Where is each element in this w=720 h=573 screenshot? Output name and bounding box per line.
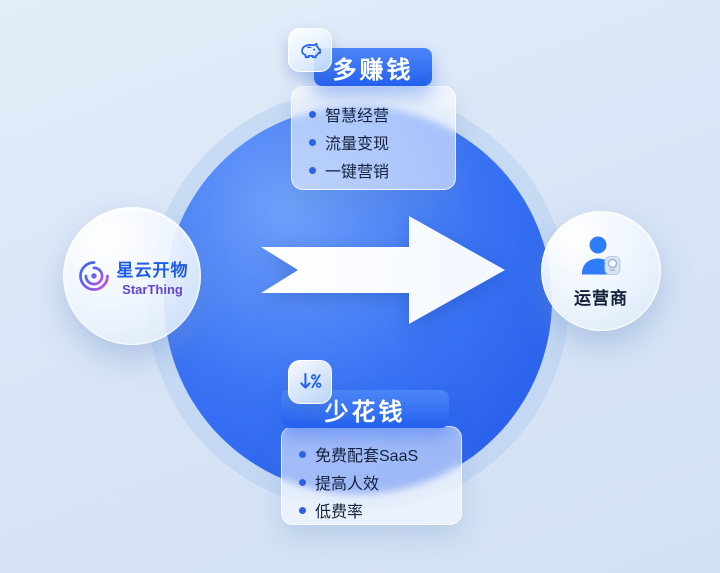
earn-more-panel: 智慧经营 流量变现 一键营销	[291, 86, 456, 190]
list-item-label: 免费配套SaaS	[315, 448, 419, 465]
bullet-dot-icon	[299, 478, 306, 486]
list-item: 流量变现	[309, 128, 447, 156]
starthing-swirl-icon	[78, 261, 109, 291]
starthing-node: 星云开物 StarThing	[63, 207, 201, 345]
flow-arrow	[261, 213, 507, 327]
bullet-dot-icon	[309, 166, 316, 174]
operator-person-icon	[582, 236, 621, 275]
list-item: 智慧经营	[309, 100, 447, 128]
piggy-bank-icon	[288, 28, 332, 72]
list-item-label: 一键营销	[325, 164, 390, 181]
bottom-benefit-card: 少花钱 免费配套SaaS 提高人效 低费率	[281, 360, 466, 525]
top-benefit-card: 多赚钱 智慧经营 流量变现 一键营销	[288, 28, 458, 190]
bullet-dot-icon	[309, 138, 316, 146]
list-item: 免费配套SaaS	[299, 440, 453, 468]
operator-label: 运营商	[574, 288, 628, 308]
arrow-icon	[261, 216, 505, 324]
list-item-label: 低费率	[315, 504, 364, 521]
operator-node: 运营商	[541, 211, 661, 331]
list-item: 低费率	[299, 496, 453, 524]
bullet-dot-icon	[309, 110, 316, 118]
list-item-label: 流量变现	[325, 136, 390, 153]
logo-english-name: StarThing	[122, 281, 183, 297]
starthing-logo: 星云开物 StarThing	[76, 256, 189, 297]
earn-more-title: 多赚钱	[314, 48, 432, 86]
list-item-label: 提高人效	[315, 476, 380, 493]
discount-down-icon	[288, 360, 332, 404]
list-item: 一键营销	[309, 156, 447, 184]
bullet-dot-icon	[299, 450, 306, 458]
spend-less-title: 少花钱	[281, 390, 449, 428]
bullet-dot-icon	[299, 506, 306, 514]
spend-less-panel: 免费配套SaaS 提高人效 低费率	[281, 426, 462, 525]
logo-chinese-name: 星云开物	[116, 260, 189, 280]
list-item: 提高人效	[299, 468, 453, 496]
list-item-label: 智慧经营	[325, 108, 390, 125]
